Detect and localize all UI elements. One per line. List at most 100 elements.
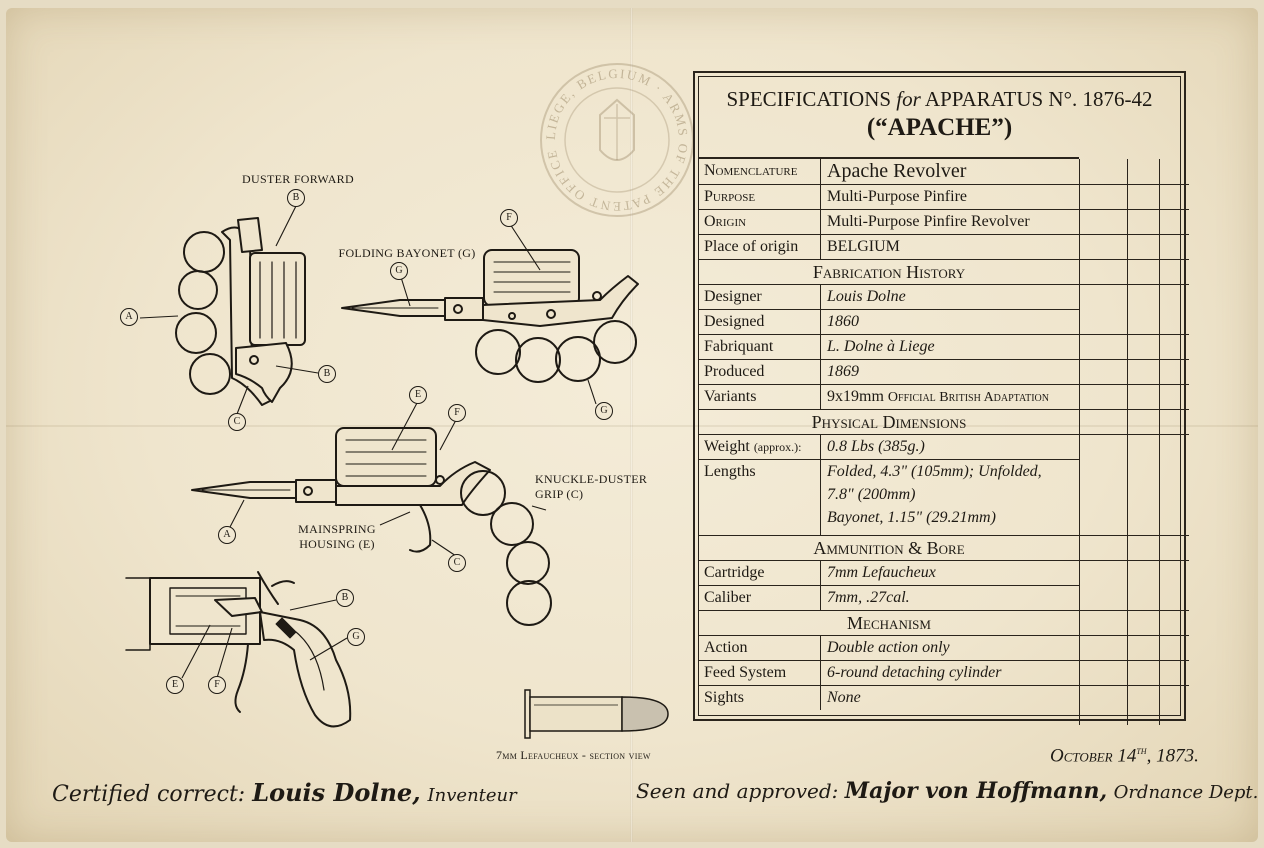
- spec-weight-key: Weight: [704, 438, 750, 455]
- spec-lengths-line1: Folded, 4.3" (105mm); Unfolded,: [827, 463, 1042, 480]
- spec-row-designed: Designed 1860: [699, 309, 1079, 334]
- grid-row-line: [1079, 259, 1189, 260]
- grid-column-line: [1159, 159, 1160, 725]
- section-header-mechanism: Mechanism: [699, 610, 1079, 635]
- callout-c: C: [448, 554, 466, 572]
- grid-row-line: [1079, 284, 1189, 285]
- grid-row-line: [1079, 685, 1189, 686]
- spec-value: 6-round detaching cylinder: [827, 664, 1002, 681]
- spec-variant-caliber: 9x19mm: [827, 388, 884, 405]
- certified-label: Certified correct:: [52, 782, 246, 807]
- section-cutaway-drawing: [125, 571, 352, 728]
- col-separator: [820, 284, 821, 409]
- approved-label: Seen and approved:: [636, 779, 839, 803]
- spec-row-action: Action Double action only: [699, 635, 1079, 660]
- spec-value: Louis Dolne: [827, 288, 906, 305]
- spec-lengths-line2: 7.8" (200mm): [827, 486, 916, 503]
- spec-row-cartridge: Cartridge 7mm Lefaucheux: [699, 560, 1079, 585]
- spec-row-produced: Produced 1869: [699, 359, 1079, 384]
- document-date: October 14th, 1873.: [1050, 745, 1199, 767]
- bayonet-extended-drawing: [191, 427, 552, 626]
- grid-row-line: [1079, 535, 1189, 536]
- grid-row-line: [1079, 384, 1189, 385]
- spec-value: 1869: [827, 363, 859, 380]
- grid-row-line: [1079, 234, 1189, 235]
- label-mainspring-housing: MAINSPRING HOUSING (E): [292, 522, 382, 552]
- spec-value: L. Dolne à Liege: [827, 338, 935, 355]
- spec-value: None: [827, 689, 861, 706]
- grid-row-line: [1079, 610, 1189, 611]
- label-knuckle-duster-line1: KNUCKLE-DUSTER: [535, 472, 648, 486]
- spec-value: Apache Revolver: [827, 160, 967, 182]
- certified-role: Inventeur: [427, 785, 517, 806]
- specification-table: SPECIFICATIONS for APPARATUS N°. 1876-42…: [693, 71, 1189, 725]
- spec-key: Place of origin: [704, 238, 799, 255]
- callout-b: B: [318, 365, 336, 383]
- label-folding-bayonet: FOLDING BAYONET (G): [338, 246, 476, 260]
- spec-row-fabriquant: Fabriquant L. Dolne à Liege: [699, 334, 1079, 359]
- col-separator: [820, 434, 821, 535]
- label-knuckle-duster: KNUCKLE-DUSTER GRIP (C): [535, 472, 655, 502]
- label-mainspring-line1: MAINSPRING: [298, 522, 376, 536]
- spec-value: Double action only: [827, 639, 950, 656]
- col-separator: [820, 159, 821, 259]
- spec-variant-note: Official British Adaptation: [887, 390, 1049, 405]
- spec-row-weight: Weight (approx.): 0.8 Lbs (385g.): [699, 434, 1079, 459]
- approved-role: Ordnance Dept.: [1113, 782, 1259, 803]
- label-section-view: 7mm Lefaucheux - section view: [496, 748, 651, 762]
- spec-key: Produced: [704, 363, 765, 380]
- spec-row-nomenclature: Nomenclature Apache Revolver: [699, 157, 1079, 184]
- callout-g: G: [390, 262, 408, 280]
- callout-b: B: [336, 589, 354, 607]
- callout-g: G: [595, 402, 613, 420]
- callout-c: C: [228, 413, 246, 431]
- label-duster-forward: DUSTER FORWARD: [242, 172, 354, 186]
- callout-f: F: [208, 676, 226, 694]
- spec-inner-frame: SPECIFICATIONS for APPARATUS N°. 1876-42…: [698, 76, 1189, 725]
- bayonet-folded-drawing: [341, 249, 639, 383]
- spec-key: Purpose: [704, 188, 756, 205]
- spec-key: Designed: [704, 313, 765, 330]
- spec-title: SPECIFICATIONS for APPARATUS N°. 1876-42: [699, 87, 1180, 111]
- spec-key: Weight (approx.):: [704, 438, 801, 456]
- callout-g: G: [347, 628, 365, 646]
- callout-f: F: [448, 404, 466, 422]
- spec-row-caliber: Caliber 7mm, .27cal.: [699, 585, 1079, 610]
- approved-line: Seen and approved: Major von Hoffmann, O…: [636, 778, 1258, 804]
- grid-row-line: [1079, 409, 1189, 410]
- callout-leader-lines: [139, 205, 597, 679]
- spec-value: 9x19mm Official British Adaptation: [827, 388, 1049, 406]
- col-separator: [820, 635, 821, 710]
- fold-line-horizontal: [6, 425, 1258, 427]
- spec-value: Multi-Purpose Pinfire: [827, 188, 967, 205]
- spec-row-designer: Designer Louis Dolne: [699, 284, 1079, 309]
- cartridge-drawing: [524, 689, 669, 739]
- spec-key: Lengths: [704, 463, 756, 480]
- approved-signature: Major von Hoffmann,: [844, 778, 1108, 804]
- spec-row-variants: Variants 9x19mm Official British Adaptat…: [699, 384, 1079, 409]
- spec-row-place-of-origin: Place of origin BELGIUM: [699, 234, 1079, 259]
- front-view-drawing: [175, 217, 306, 406]
- grid-row-line: [1079, 660, 1189, 661]
- callout-e: E: [409, 386, 427, 404]
- spec-value: 1860: [827, 313, 859, 330]
- spec-key: Feed System: [704, 664, 787, 681]
- spec-key: Variants: [704, 388, 757, 405]
- spec-value: BELGIUM: [827, 238, 900, 255]
- spec-key: Caliber: [704, 589, 752, 606]
- spec-value: Folded, 4.3" (105mm); Unfolded, 7.8" (20…: [827, 460, 1042, 529]
- section-header-ammunition: Ammunition & Bore: [699, 535, 1079, 560]
- spec-subtitle: (“APACHE”): [866, 114, 1013, 141]
- spec-row-feed-system: Feed System 6-round detaching cylinder: [699, 660, 1079, 685]
- callout-e: E: [166, 676, 184, 694]
- grid-row-line: [1079, 209, 1189, 210]
- revolver-drawings: [125, 205, 669, 739]
- fold-line-vertical: [630, 8, 633, 842]
- grid-row-line: [1079, 635, 1189, 636]
- section-header-fabrication: Fabrication History: [699, 259, 1079, 284]
- spec-value: 7mm Lefaucheux: [827, 564, 936, 581]
- grid-row-line: [1079, 334, 1189, 335]
- label-mainspring-line2: HOUSING (E): [299, 537, 375, 551]
- spec-title-prefix: SPECIFICATIONS: [726, 87, 892, 111]
